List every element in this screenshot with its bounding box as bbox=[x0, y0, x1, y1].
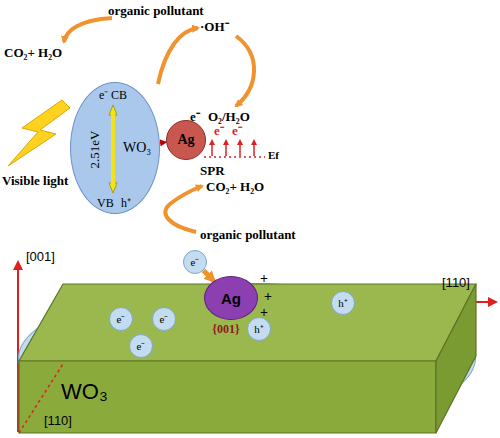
label: + bbox=[264, 290, 272, 304]
label: [110] bbox=[44, 414, 72, 427]
label: CO₂+ H₂O bbox=[206, 180, 264, 193]
spr-arrow bbox=[253, 142, 255, 156]
label: + bbox=[260, 272, 268, 286]
node-text: h⁺ bbox=[338, 298, 348, 309]
reaction-arrow bbox=[165, 186, 202, 232]
label: [001] bbox=[26, 250, 55, 263]
node-text: e⁻ bbox=[160, 314, 169, 325]
label: e⁻ bbox=[190, 110, 200, 123]
node-text: VB bbox=[97, 197, 114, 209]
node-text: e⁻ bbox=[191, 257, 200, 268]
label: Ef bbox=[268, 150, 279, 161]
electron: e⁻ bbox=[183, 250, 207, 274]
node-text: e⁻ bbox=[99, 89, 108, 101]
hole: h⁺ bbox=[331, 291, 355, 315]
spr-arrow bbox=[225, 142, 227, 156]
node-text: CB bbox=[111, 89, 127, 101]
lightning-bolt bbox=[8, 100, 70, 166]
label: e⁻ bbox=[232, 124, 242, 137]
hole: h⁺ bbox=[247, 317, 271, 341]
wo3-crystal: WO₃ Ag {001} e⁻ e⁻ e⁻ h⁺ h⁺ bbox=[18, 283, 476, 433]
node-text: Ag bbox=[177, 133, 194, 147]
label: CO₂+ H₂O bbox=[4, 46, 62, 59]
electron: e⁻ bbox=[152, 307, 176, 331]
label: Visible light bbox=[2, 174, 68, 187]
label: SPR bbox=[200, 164, 225, 177]
charge-flow-arrow bbox=[203, 270, 213, 280]
spr-arrow bbox=[211, 142, 213, 156]
node-text: e⁻ bbox=[117, 314, 126, 325]
node-text: h⁺ bbox=[254, 324, 264, 335]
fermi-level bbox=[204, 156, 265, 158]
node-text: WO₃ bbox=[123, 141, 151, 155]
node-text: Ag bbox=[221, 291, 241, 306]
band-ellipse: e⁻CB 2.51eV WO₃ VB h⁺ bbox=[70, 82, 160, 214]
label: ·OH⁻ bbox=[200, 20, 229, 33]
node-text: {001} bbox=[212, 323, 239, 335]
label: organic pollutant bbox=[108, 4, 204, 17]
label: [110] bbox=[442, 276, 470, 289]
node-text: h⁺ bbox=[121, 197, 131, 209]
node-text: WO₃ bbox=[61, 381, 108, 403]
reaction-arrow bbox=[64, 18, 112, 42]
spr-arrow bbox=[239, 142, 241, 156]
label: organic pollutant bbox=[200, 228, 296, 241]
node-text: 2.51eV bbox=[88, 130, 101, 168]
ag-particle: Ag{001} bbox=[204, 276, 258, 320]
crystal-face bbox=[436, 284, 476, 433]
ag-particle: Ag bbox=[166, 120, 206, 160]
crystal-face bbox=[19, 361, 436, 433]
electron: e⁻ bbox=[129, 334, 153, 358]
label: O₂/H₂O bbox=[208, 110, 250, 123]
node-text: e⁻ bbox=[137, 341, 146, 352]
label: e⁻ bbox=[214, 124, 224, 137]
reaction-arrow bbox=[158, 28, 198, 84]
reaction-arrow bbox=[236, 36, 254, 106]
label: + bbox=[260, 306, 268, 320]
electron: e⁻ bbox=[109, 307, 133, 331]
